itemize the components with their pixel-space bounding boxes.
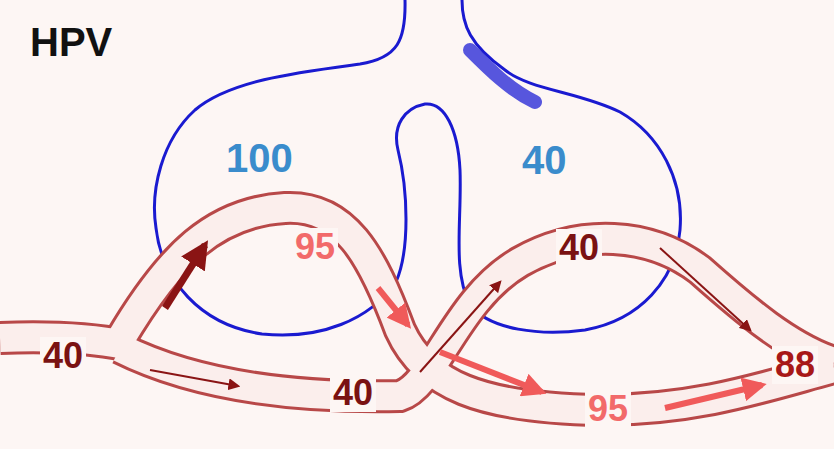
po2-value: 40: [522, 140, 567, 180]
vessel: [120, 208, 834, 410]
flow-arrow: [165, 245, 205, 308]
vessel-lumen: [0, 208, 834, 410]
vessel-walls: [0, 208, 834, 410]
po2-value: 100: [226, 138, 293, 178]
airway-path: [155, 0, 681, 335]
po2-value: 40: [40, 337, 86, 375]
vessel: [120, 208, 834, 410]
flow-arrow: [440, 352, 542, 392]
alveolus: 100: [222, 138, 297, 178]
po2-value: 40: [556, 229, 602, 267]
diagram-title: HPV: [30, 22, 112, 62]
flow-arrow: [150, 370, 238, 386]
flow-arrow: [660, 248, 750, 330]
vessel: [120, 239, 834, 396]
po2-value: 40: [330, 374, 376, 412]
flow-arrow: [378, 288, 408, 325]
constriction-mark: [470, 50, 535, 102]
airway-outline: [155, 0, 681, 335]
alveolus: 40: [518, 140, 571, 180]
po2-value: 88: [772, 346, 818, 384]
flow-arrow: [665, 385, 762, 408]
po2-value: 95: [585, 390, 631, 428]
po2-value: 95: [292, 228, 338, 266]
vessel: [120, 239, 834, 396]
